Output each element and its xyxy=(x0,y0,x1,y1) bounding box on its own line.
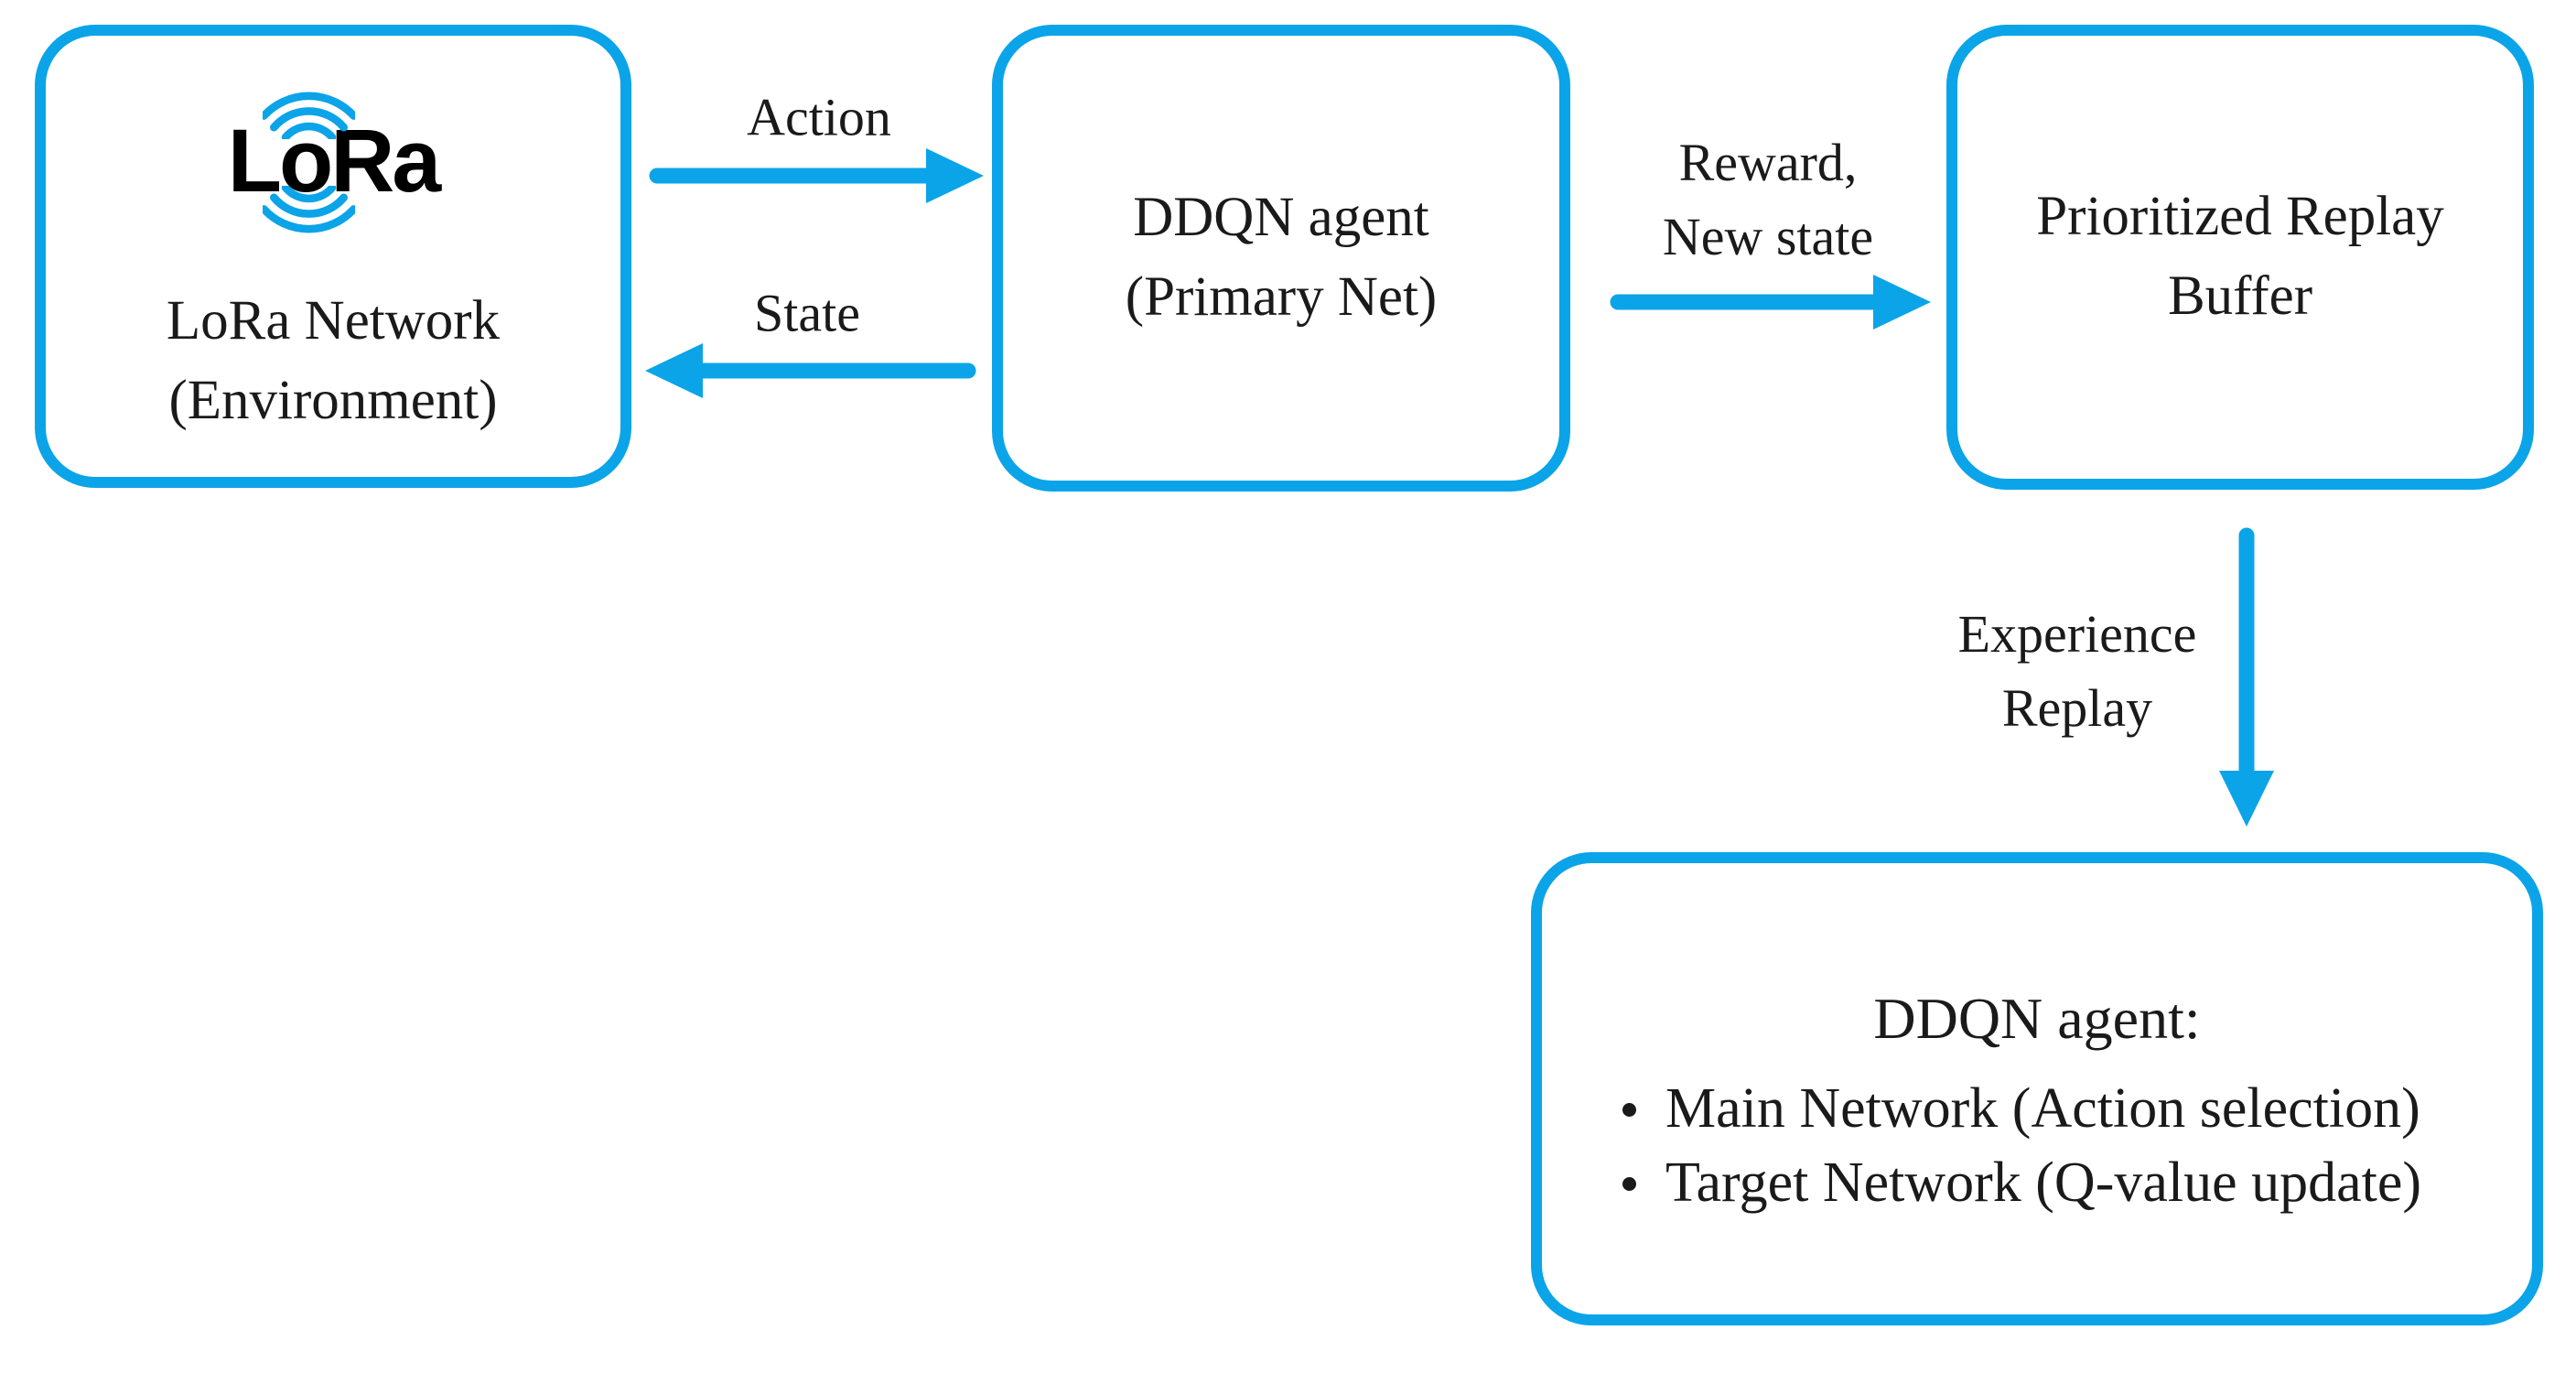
node-replay-buffer: Prioritized Replay Buffer xyxy=(1946,25,2534,490)
list-item: Main Network (Action selection) xyxy=(1622,1072,2532,1146)
lora-network-label-line2: (Environment) xyxy=(168,369,498,431)
lora-logo: LoRa xyxy=(228,92,441,233)
reward-edge-label-line1: Reward, xyxy=(1678,132,1858,192)
state-arrow xyxy=(645,343,976,398)
lora-logo-waves-top-icon xyxy=(262,92,355,139)
replay-buffer-label-line2: Buffer xyxy=(2167,265,2313,327)
reward-edge-label: Reward, New state xyxy=(1663,125,1873,274)
action-edge-label: Action xyxy=(747,87,891,147)
state-edge-label: State xyxy=(754,283,860,343)
ddqn-agent-heading: DDQN agent: xyxy=(1873,986,2201,1051)
ddqn-primary-label-line2: (Primary Net) xyxy=(1125,266,1438,328)
ddqn-primary-label-line1: DDQN agent xyxy=(1133,187,1429,249)
experience-edge-label: Experience Replay xyxy=(1958,597,2197,745)
replay-buffer-label-line1: Prioritized Replay xyxy=(2036,186,2444,248)
experience-edge-label-line1: Experience xyxy=(1957,603,2197,664)
lora-logo-waves-bottom-icon xyxy=(262,186,355,233)
list-item: Target Network (Q-value update) xyxy=(1622,1146,2532,1220)
bullet-text: Main Network (Action selection) xyxy=(1665,1077,2420,1140)
bullet-text: Target Network (Q-value update) xyxy=(1665,1151,2422,1214)
node-lora-network: LoRa LoRa Network (Environment) xyxy=(35,25,631,488)
ddqn-agent-list: Main Network (Action selection) Target N… xyxy=(1542,1072,2532,1219)
ddqn-primary-label: DDQN agent (Primary Net) xyxy=(1126,178,1437,337)
experience-replay-arrow xyxy=(2219,527,2274,827)
bullet-icon xyxy=(1622,1176,1636,1191)
reward-arrow xyxy=(1610,275,1931,330)
action-arrow xyxy=(649,148,984,203)
replay-buffer-label: Prioritized Replay Buffer xyxy=(2036,178,2444,336)
reward-edge-label-line2: New state xyxy=(1662,207,1874,266)
node-ddqn-agent: DDQN agent: Main Network (Action selecti… xyxy=(1531,852,2543,1325)
lora-network-label-line1: LoRa Network xyxy=(166,290,501,351)
node-ddqn-primary: DDQN agent (Primary Net) xyxy=(992,25,1570,492)
bullet-icon xyxy=(1622,1103,1636,1118)
lora-network-label: LoRa Network (Environment) xyxy=(167,282,500,440)
experience-edge-label-line2: Replay xyxy=(2001,678,2153,738)
